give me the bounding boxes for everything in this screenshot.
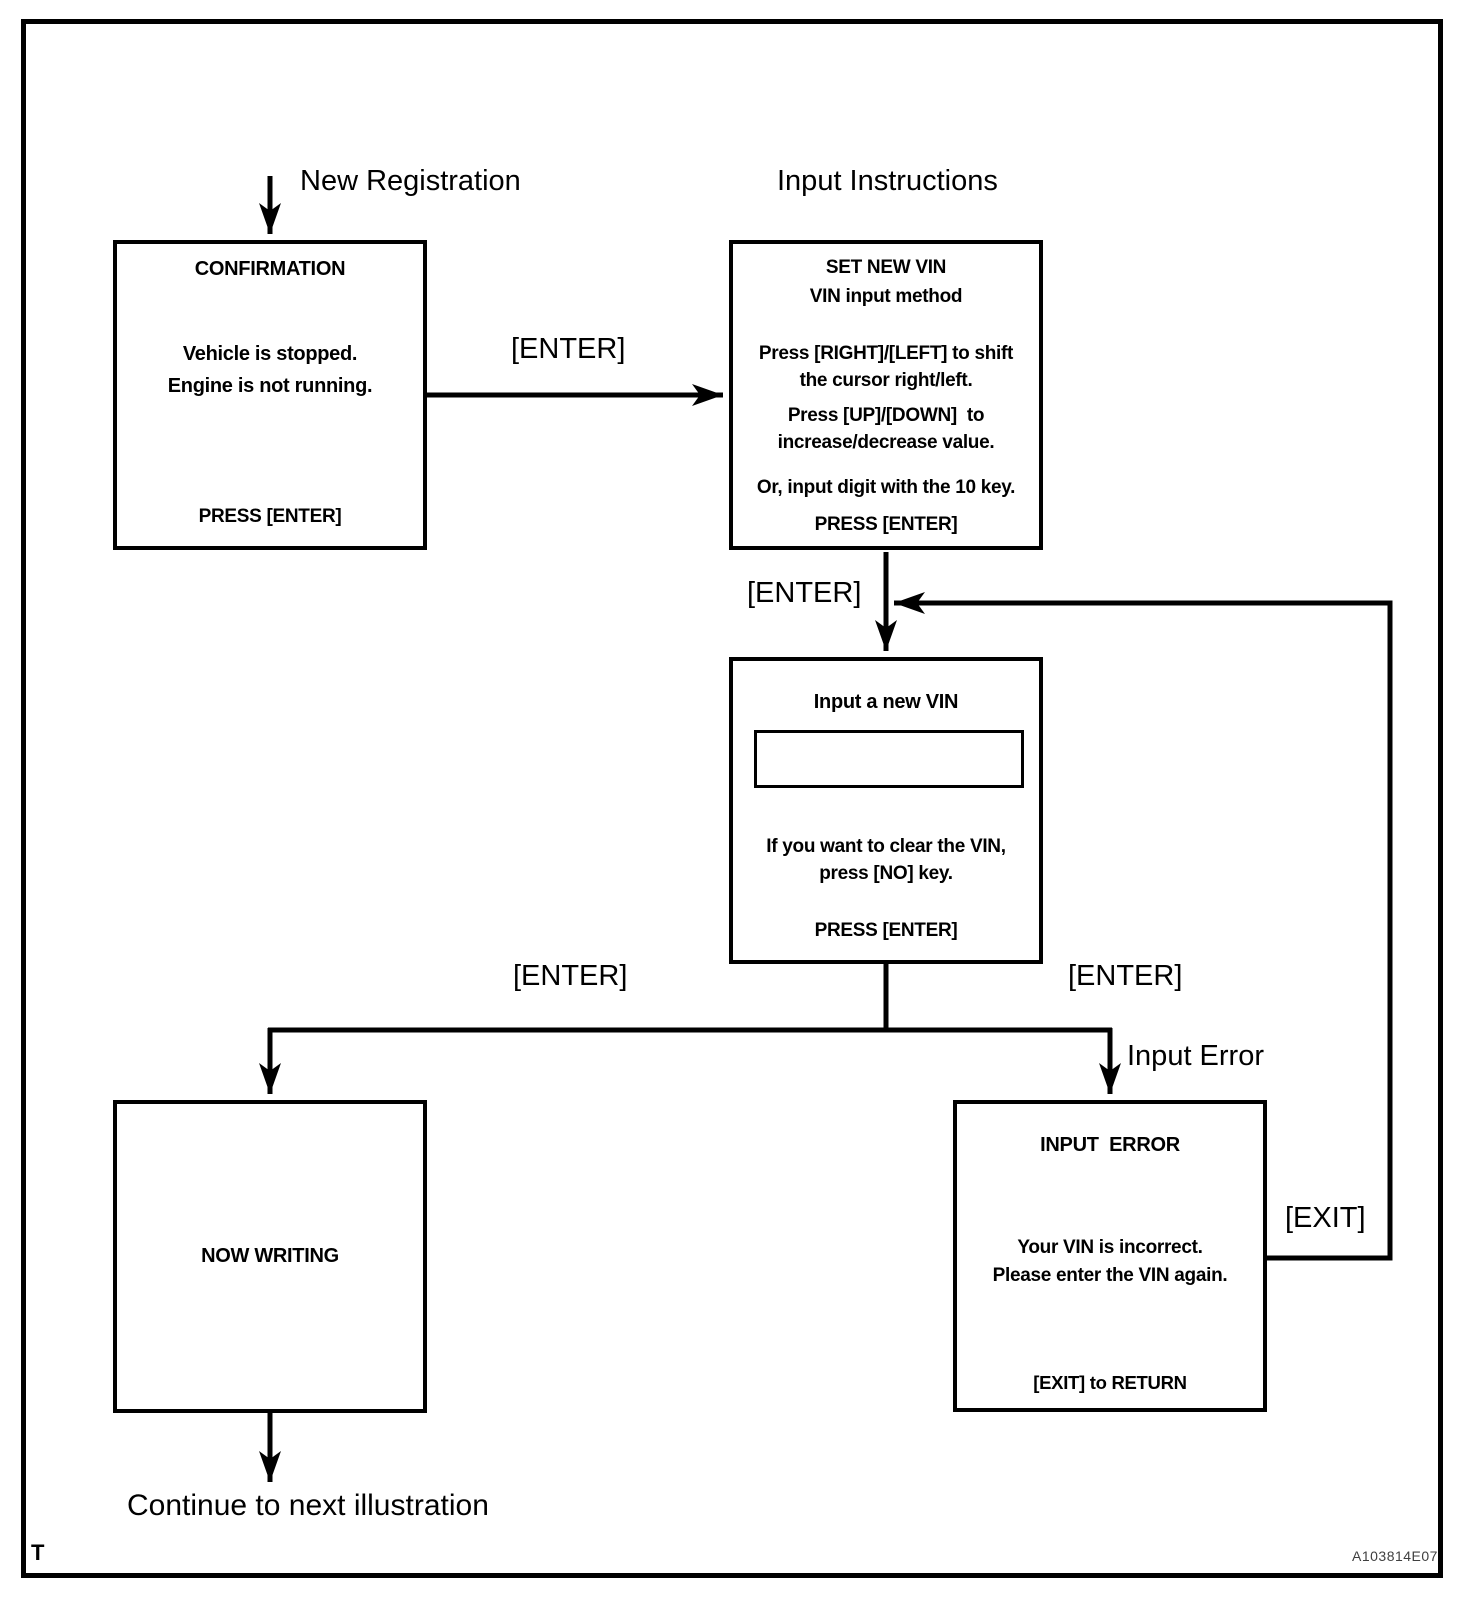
set-new-vin-box: SET NEW VIN VIN input method Press [RIGH… bbox=[729, 240, 1043, 550]
input-error-box: INPUT ERROR Your VIN is incorrect. Pleas… bbox=[953, 1100, 1267, 1412]
input-new-vin-footer: PRESS [ENTER] bbox=[814, 920, 958, 941]
confirmation-body-line1: Vehicle is stopped. bbox=[182, 343, 358, 365]
set-new-vin-instr1-line1: Press [RIGHT]/[LEFT] to shift bbox=[758, 343, 1014, 364]
new-registration-label: New Registration bbox=[300, 165, 521, 197]
set-new-vin-title-line1: SET NEW VIN bbox=[825, 257, 947, 278]
input-error-body-line2: Please enter the VIN again. bbox=[992, 1265, 1228, 1286]
set-new-vin-instr3: Or, input digit with the 10 key. bbox=[756, 477, 1016, 498]
enter-label-right-branch: [ENTER] bbox=[1068, 960, 1183, 992]
figure-id: A103814E07 bbox=[1352, 1548, 1438, 1564]
input-new-vin-title: Input a new VIN bbox=[813, 691, 959, 713]
continue-next-label: Continue to next illustration bbox=[127, 1489, 489, 1522]
set-new-vin-title-line2: VIN input method bbox=[809, 286, 963, 307]
set-new-vin-instr2-line2: increase/decrease value. bbox=[777, 432, 995, 453]
confirmation-footer: PRESS [ENTER] bbox=[198, 506, 342, 527]
vin-input-field bbox=[754, 730, 1024, 788]
set-new-vin-instr1-line2: the cursor right/left. bbox=[799, 370, 973, 391]
confirmation-title: CONFIRMATION bbox=[194, 258, 346, 280]
input-error-body-line1: Your VIN is incorrect. bbox=[1017, 1237, 1203, 1258]
enter-label-mid-connector: [ENTER] bbox=[747, 577, 862, 609]
exit-label: [EXIT] bbox=[1285, 1202, 1366, 1234]
input-new-vin-body-line1: If you want to clear the VIN, bbox=[766, 836, 1006, 857]
input-instructions-label: Input Instructions bbox=[777, 165, 998, 197]
confirmation-box: CONFIRMATION Vehicle is stopped. Engine … bbox=[113, 240, 427, 550]
now-writing-title: NOW WRITING bbox=[201, 1245, 339, 1267]
page-marker: T bbox=[31, 1540, 45, 1565]
input-error-branch-label: Input Error bbox=[1127, 1040, 1264, 1072]
enter-label-left-branch: [ENTER] bbox=[513, 960, 628, 992]
arrow-exit-return-loop bbox=[894, 592, 1393, 1261]
input-error-title: INPUT ERROR bbox=[1040, 1134, 1180, 1156]
input-new-vin-body-line2: press [NO] key. bbox=[819, 863, 953, 884]
confirmation-body-line2: Engine is not running. bbox=[167, 375, 373, 397]
input-error-footer: [EXIT] to RETURN bbox=[1033, 1372, 1187, 1393]
set-new-vin-instr2-line1: Press [UP]/[DOWN] to bbox=[787, 405, 985, 426]
now-writing-box: NOW WRITING bbox=[113, 1100, 427, 1413]
set-new-vin-footer: PRESS [ENTER] bbox=[814, 514, 958, 535]
input-new-vin-box: Input a new VIN If you want to clear the… bbox=[729, 657, 1043, 964]
enter-label-top-connector: [ENTER] bbox=[511, 333, 626, 365]
